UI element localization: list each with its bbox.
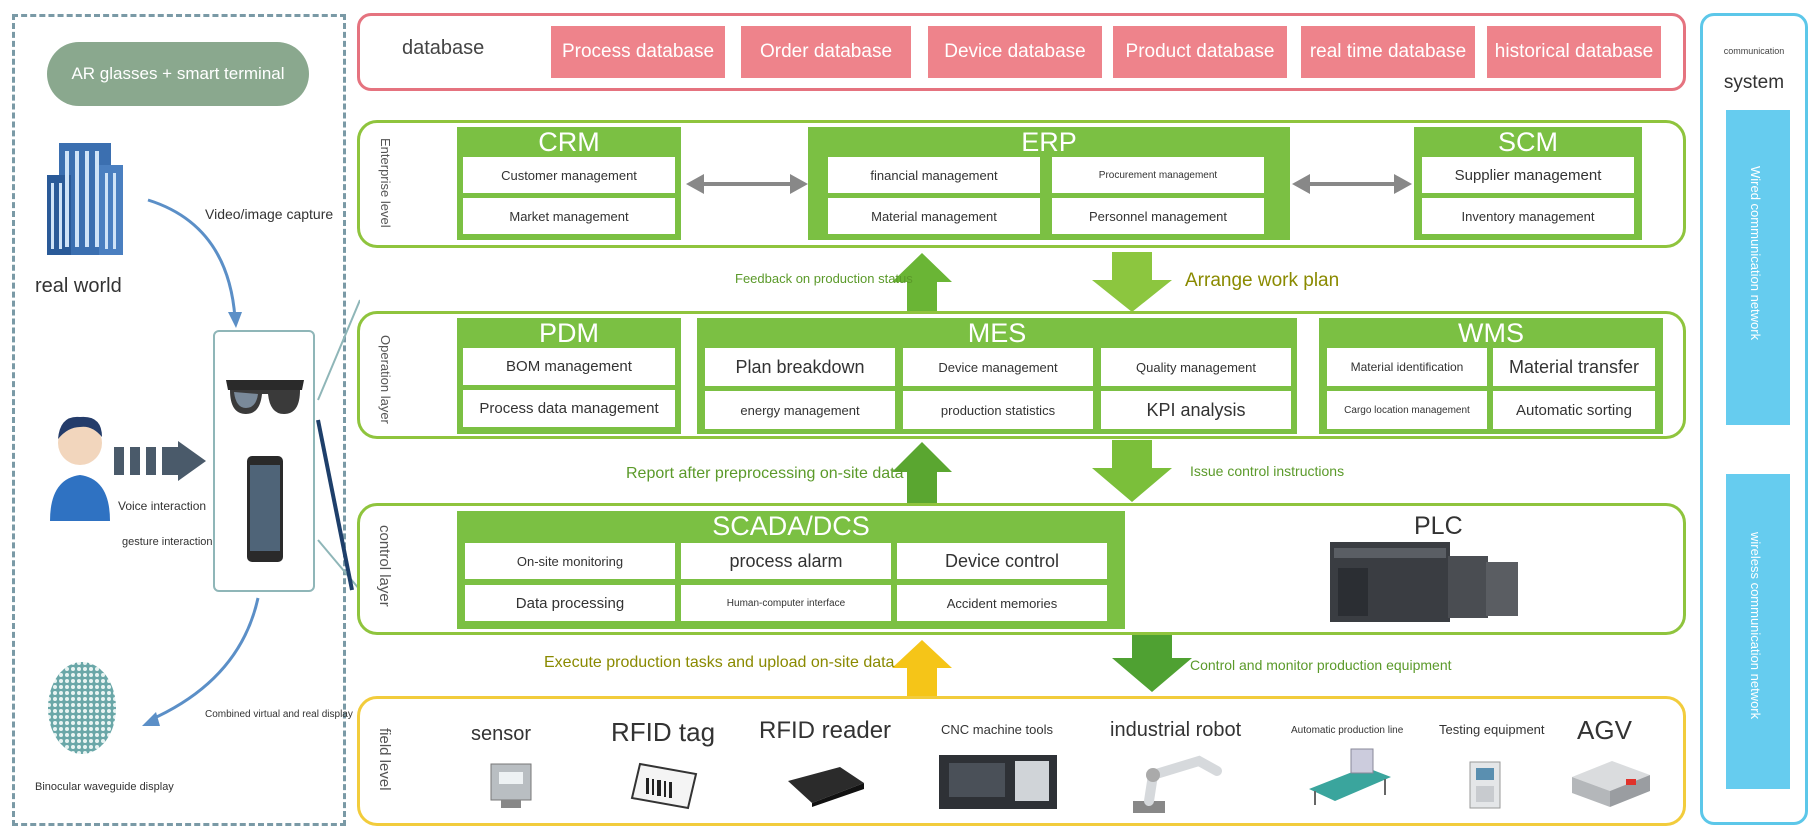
- wms-cargo-location: Cargo location management: [1327, 391, 1487, 429]
- feedback-production-label: Feedback on production status: [735, 271, 913, 286]
- industrial-robot-icon: [1133, 755, 1222, 813]
- operation-label: Operation layer: [378, 335, 393, 424]
- wired-network-label: Wired communication network: [1748, 166, 1763, 341]
- erp-material: Material management: [828, 198, 1040, 234]
- scm-module: SCM Supplier management Inventory manage…: [1414, 127, 1642, 240]
- enterprise-label: Enterprise level: [378, 138, 393, 228]
- db-realtime: real time database: [1301, 26, 1475, 78]
- comm-header: system: [1723, 72, 1785, 93]
- scada-hci: Human-computer interface: [681, 585, 891, 621]
- erp-procurement: Procurement management: [1052, 157, 1264, 193]
- voice-interaction-label: Voice interaction: [118, 499, 207, 513]
- db-process: Process database: [551, 26, 725, 78]
- smartphone-icon: [247, 456, 283, 562]
- scm-title: SCM: [1498, 127, 1558, 157]
- wms-material-identification: Material identification: [1327, 348, 1487, 386]
- database-label: database: [402, 37, 485, 59]
- wired-network-bar: Wired communication network: [1726, 110, 1790, 425]
- pdm-module: PDM BOM management Process data manageme…: [457, 318, 681, 434]
- wms-material-transfer: Material transfer: [1493, 348, 1655, 386]
- control-label: control layer: [376, 525, 393, 607]
- scm-supplier: Supplier management: [1422, 157, 1634, 193]
- ar-glasses-pill: AR glasses + smart terminal: [47, 42, 309, 106]
- db-product: Product database: [1113, 26, 1287, 78]
- field-label: field level: [376, 728, 393, 791]
- crm-title: CRM: [538, 127, 600, 157]
- combined-display-label: Combined virtual and real display: [205, 709, 353, 720]
- db-historical: historical database: [1487, 26, 1661, 78]
- device-rfid-tag-label: RFID tag: [611, 717, 716, 747]
- mes-kpi-analysis: KPI analysis: [1101, 391, 1291, 429]
- rfid-reader-icon: [788, 767, 864, 807]
- mes-title: MES: [967, 318, 1027, 348]
- building-icon: [47, 143, 123, 255]
- device-sensor-label: sensor: [471, 723, 532, 745]
- interaction-arrow-icon: [114, 441, 206, 481]
- erp-personnel: Personnel management: [1052, 198, 1264, 234]
- real-world-label: real world: [35, 275, 122, 297]
- rfid-tag-icon: [630, 762, 698, 810]
- ar-glasses-icon: [226, 380, 304, 414]
- mes-module: MES Plan breakdown Device management Qua…: [697, 318, 1297, 434]
- scada-process-alarm: process alarm: [681, 543, 891, 579]
- gesture-interaction-label: gesture interaction: [122, 536, 213, 548]
- plc-device-icon: [1330, 542, 1518, 622]
- wms-automatic-sorting: Automatic sorting: [1493, 391, 1655, 429]
- mes-plan-breakdown: Plan breakdown: [705, 348, 895, 386]
- control-monitor-label: Control and monitor production equipment: [1190, 657, 1452, 673]
- wireless-network-bar: wireless communication network: [1726, 474, 1790, 789]
- erp-title: ERP: [1021, 127, 1077, 157]
- erp-module: ERP financial management Procurement man…: [808, 127, 1290, 240]
- scm-inventory: Inventory management: [1422, 198, 1634, 234]
- mes-device-management: Device management: [903, 348, 1093, 386]
- device-rfid-reader-label: RFID reader: [759, 717, 892, 744]
- testing-equipment-icon: [1469, 761, 1501, 809]
- report-preprocessing-label: Report after preprocessing on-site data: [626, 465, 904, 482]
- pdm-process-data: Process data management: [463, 390, 675, 427]
- crm-market: Market management: [463, 198, 675, 234]
- cnc-machine-icon: [939, 755, 1057, 809]
- wms-module: WMS Material identification Material tra…: [1319, 318, 1663, 434]
- mes-quality-management: Quality management: [1101, 348, 1291, 386]
- scada-module: SCADA/DCS On-site monitoring process ala…: [457, 511, 1125, 629]
- device-production-line-label: Automatic production line: [1291, 725, 1404, 736]
- arrange-work-plan-label: Arrange work plan: [1185, 270, 1340, 291]
- scada-data-processing: Data processing: [465, 585, 675, 621]
- crm-module: CRM Customer management Market managemen…: [457, 127, 681, 240]
- db-order: Order database: [741, 26, 911, 78]
- erp-financial: financial management: [828, 157, 1040, 193]
- device-robot-label: industrial robot: [1110, 719, 1242, 741]
- wireless-network-label: wireless communication network: [1748, 532, 1763, 720]
- device-agv-label: AGV: [1577, 715, 1632, 745]
- video-capture-label: Video/image capture: [205, 206, 334, 222]
- comm-header-small: communication: [1723, 46, 1785, 56]
- crm-customer: Customer management: [463, 157, 675, 193]
- agv-icon: [1572, 761, 1650, 807]
- sensor-icon: [490, 763, 532, 808]
- device-testing-label: Testing equipment: [1439, 722, 1545, 737]
- plc-label: PLC: [1414, 512, 1463, 540]
- issue-control-label: Issue control instructions: [1190, 463, 1345, 479]
- scada-title: SCADA/DCS: [712, 511, 870, 541]
- pdm-title: PDM: [539, 318, 599, 348]
- db-device: Device database: [928, 26, 1102, 78]
- ar-panel: [12, 14, 346, 826]
- scada-onsite-monitoring: On-site monitoring: [465, 543, 675, 579]
- pdm-bom: BOM management: [463, 348, 675, 385]
- mes-energy-management: energy management: [705, 391, 895, 429]
- mes-production-statistics: production statistics: [903, 391, 1093, 429]
- person-icon: [50, 416, 110, 521]
- execute-tasks-label: Execute production tasks and upload on-s…: [544, 654, 895, 671]
- binocular-display-label: Binocular waveguide display: [35, 781, 174, 793]
- scada-device-control: Device control: [897, 543, 1107, 579]
- production-line-icon: [1309, 748, 1391, 805]
- wms-title: WMS: [1458, 318, 1524, 348]
- waveguide-display-icon: [48, 662, 116, 754]
- device-cnc-label: CNC machine tools: [941, 722, 1053, 737]
- ar-flow-arrows: [142, 198, 360, 726]
- scada-accident-memories: Accident memories: [897, 585, 1107, 621]
